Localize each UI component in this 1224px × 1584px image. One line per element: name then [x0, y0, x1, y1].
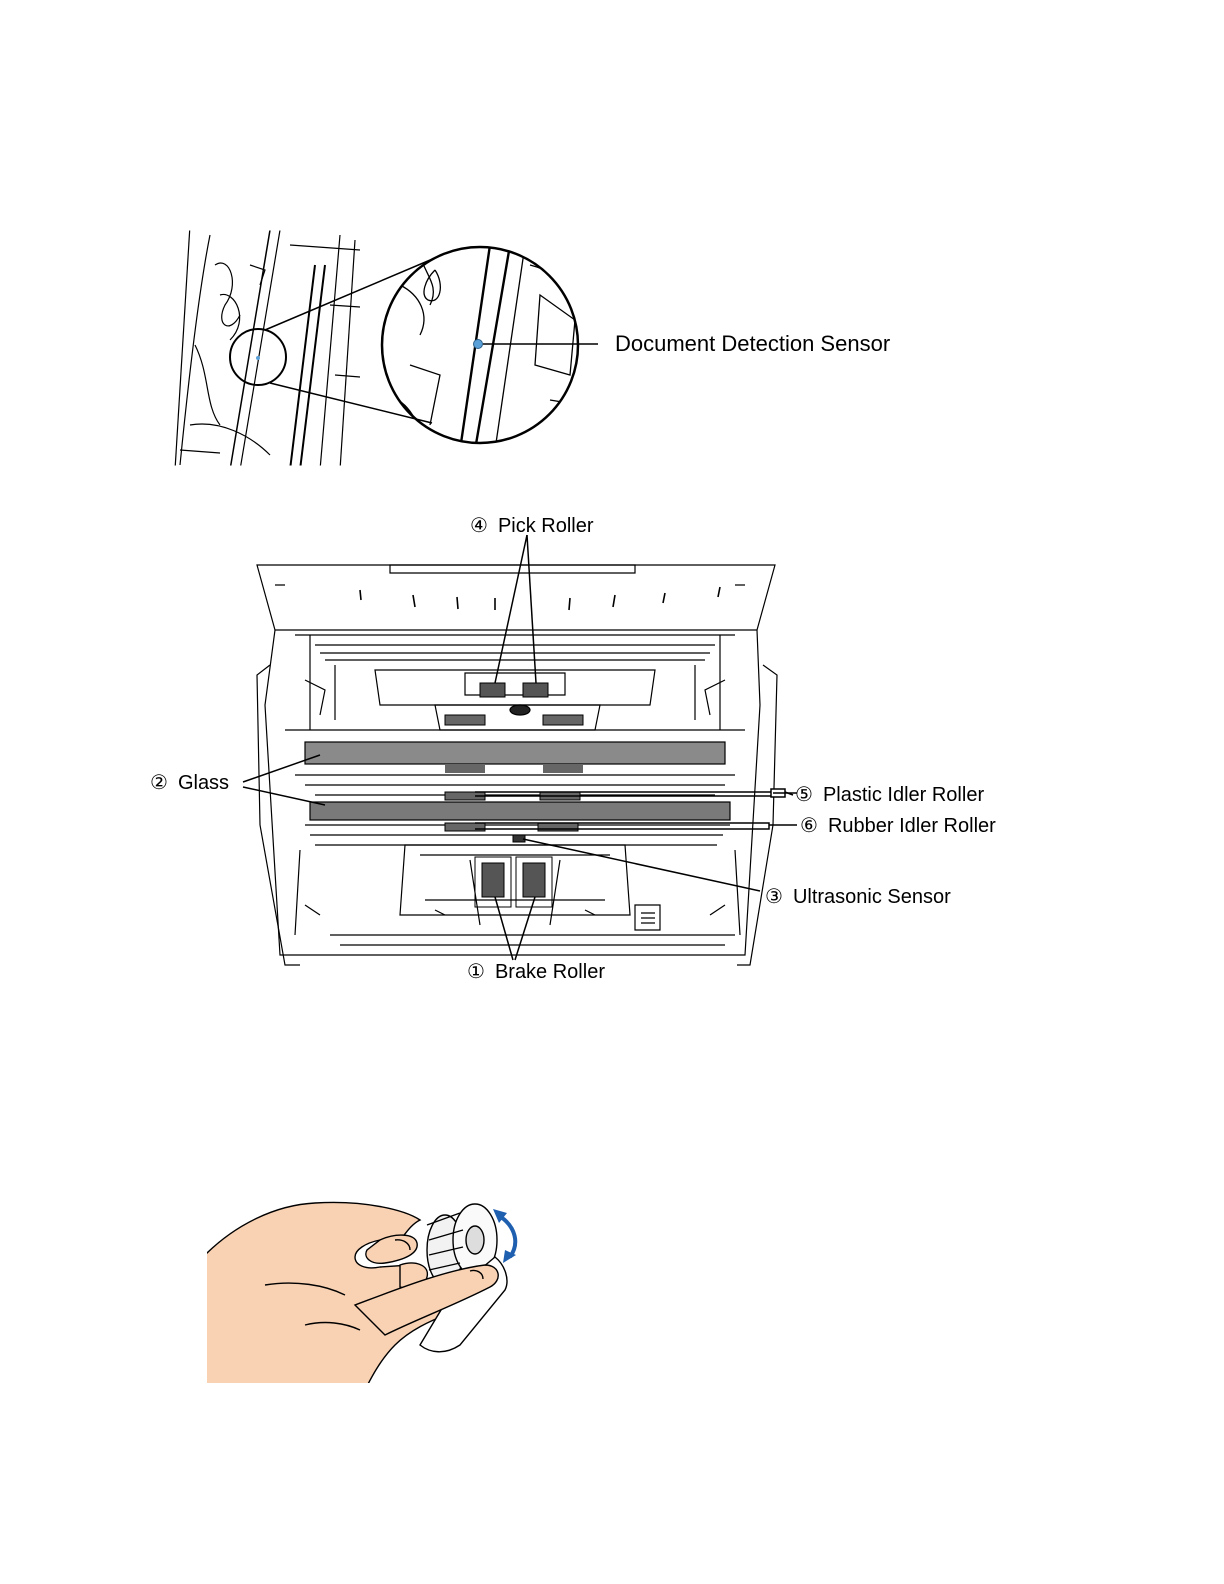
rotation-arrow — [501, 1217, 515, 1257]
glass-lower — [310, 802, 730, 820]
hand-cleaning-roller-illustration — [205, 1195, 535, 1390]
roller-cleaning-figure — [205, 1195, 535, 1390]
glass-upper — [305, 742, 725, 764]
document-detection-sensor-label: Document Detection Sensor — [615, 331, 890, 357]
document-detection-sensor-figure: Document Detection Sensor — [170, 225, 930, 470]
sensor-dot — [474, 340, 483, 349]
scanner-interior-illustration — [145, 505, 1025, 990]
